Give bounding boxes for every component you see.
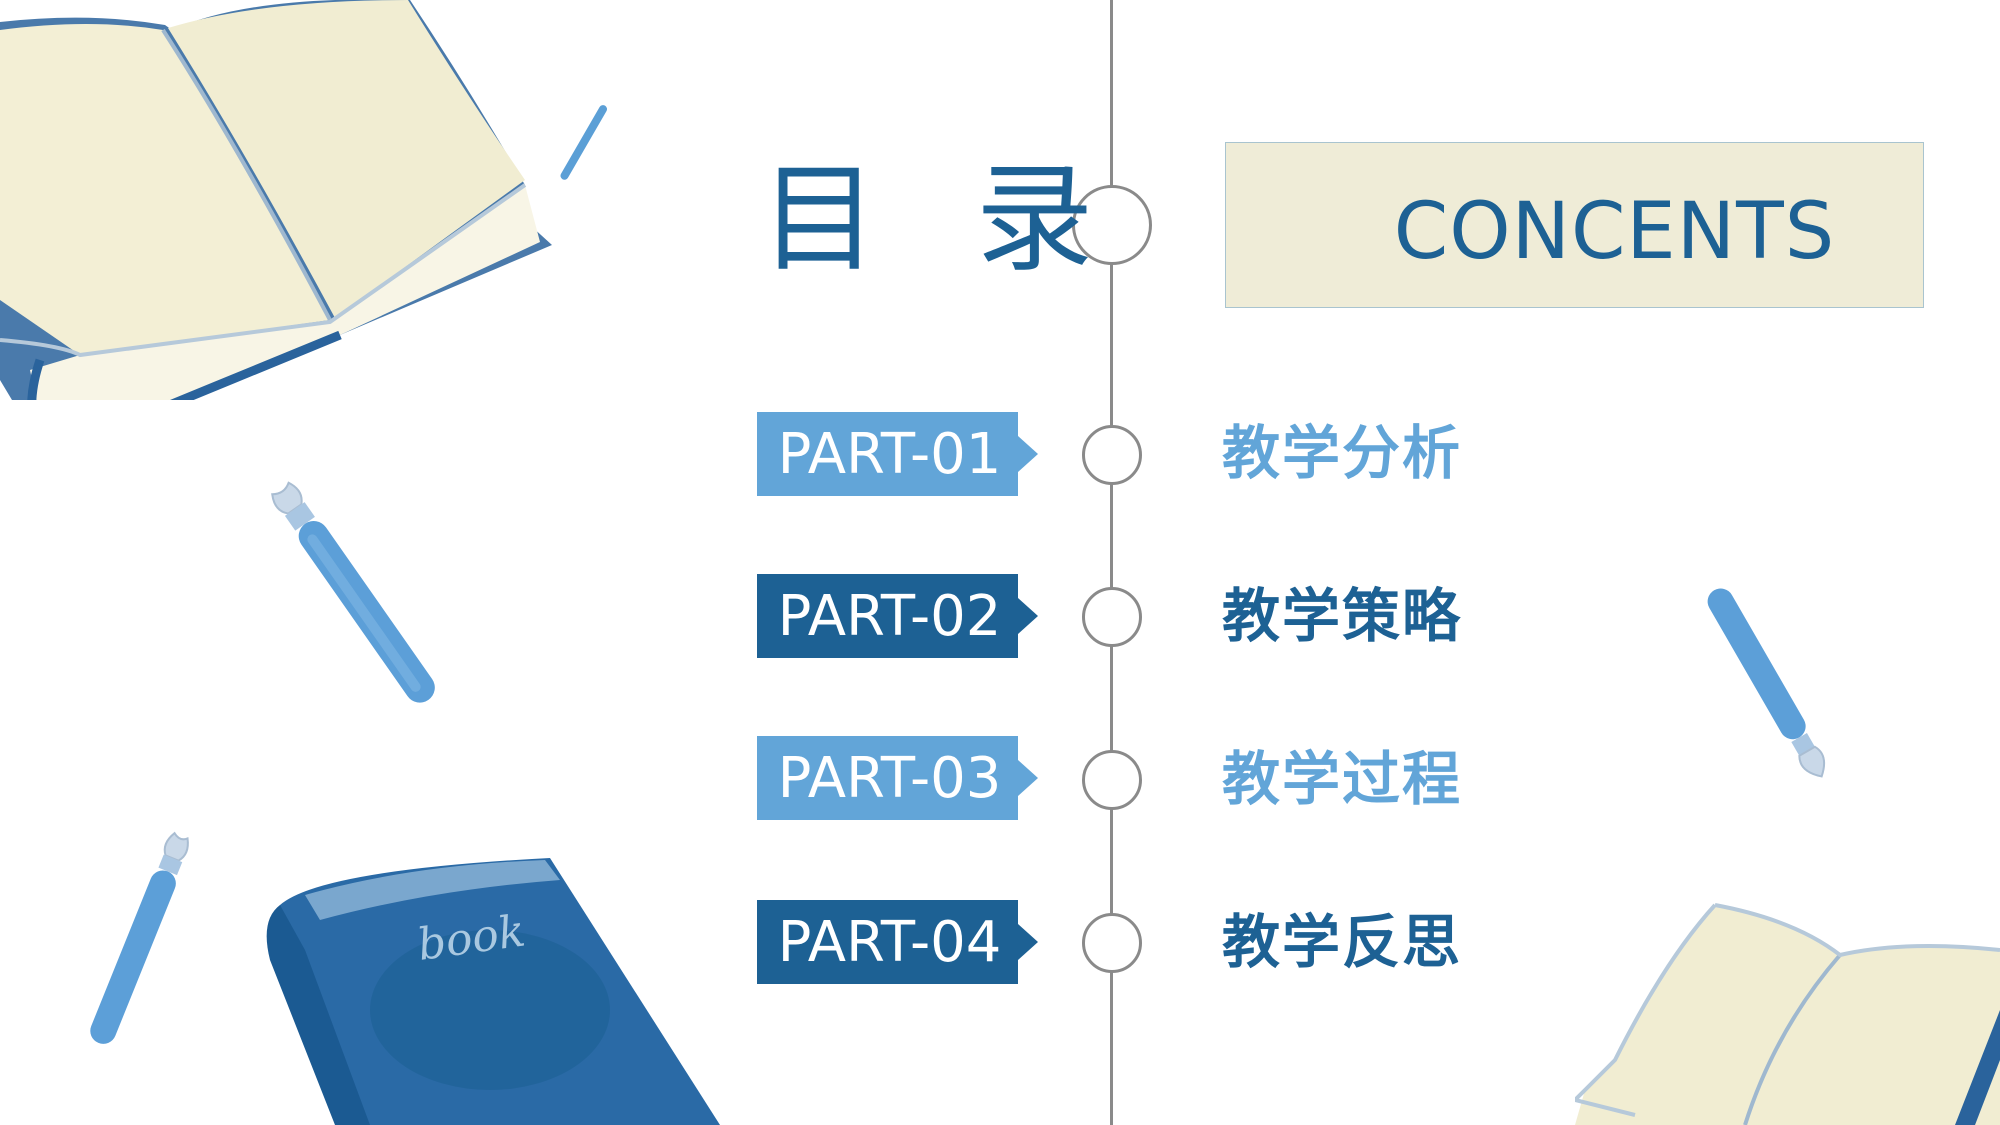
section-04-title[interactable]: 教学反思 <box>1222 908 1463 976</box>
part-02-arrow-icon <box>1018 598 1038 634</box>
part-03-arrow-icon <box>1018 760 1038 796</box>
timeline-node-02 <box>1082 587 1142 647</box>
open-book-bottom-right-illustration <box>1575 903 2000 1125</box>
contents-subtitle-box: CONCENTS <box>1225 142 1924 308</box>
part-01-label[interactable]: PART-01 <box>757 412 1038 496</box>
closed-book-illustration: book <box>266 858 720 1125</box>
part-04-arrow-icon <box>1018 924 1038 960</box>
section-03-title[interactable]: 教学过程 <box>1222 745 1463 813</box>
timeline-node-title <box>1072 185 1152 265</box>
part-04-text: PART-04 <box>777 909 1002 975</box>
part-01-arrow-icon <box>1018 436 1038 472</box>
timeline-node-01 <box>1082 425 1142 485</box>
page-title: 目 录 <box>760 150 1124 288</box>
section-02-title[interactable]: 教学策略 <box>1222 582 1463 650</box>
section-01-title[interactable]: 教学分析 <box>1222 419 1463 487</box>
part-02-label[interactable]: PART-02 <box>757 574 1038 658</box>
pen-right-illustration <box>1707 588 1826 778</box>
part-01-text: PART-01 <box>777 421 1002 487</box>
part-03-text: PART-03 <box>777 745 1002 811</box>
timeline-line <box>1110 0 1113 1125</box>
part-04-label[interactable]: PART-04 <box>757 900 1038 984</box>
timeline-node-04 <box>1082 913 1142 973</box>
contents-subtitle: CONCENTS <box>1393 187 1836 277</box>
part-03-label[interactable]: PART-03 <box>757 736 1038 820</box>
part-02-text: PART-02 <box>777 583 1002 649</box>
pen-bottom-left-illustration <box>90 831 189 1044</box>
timeline-node-03 <box>1082 750 1142 810</box>
open-book-top-left-illustration <box>0 0 607 400</box>
pen-left-middle-illustration <box>271 481 435 703</box>
